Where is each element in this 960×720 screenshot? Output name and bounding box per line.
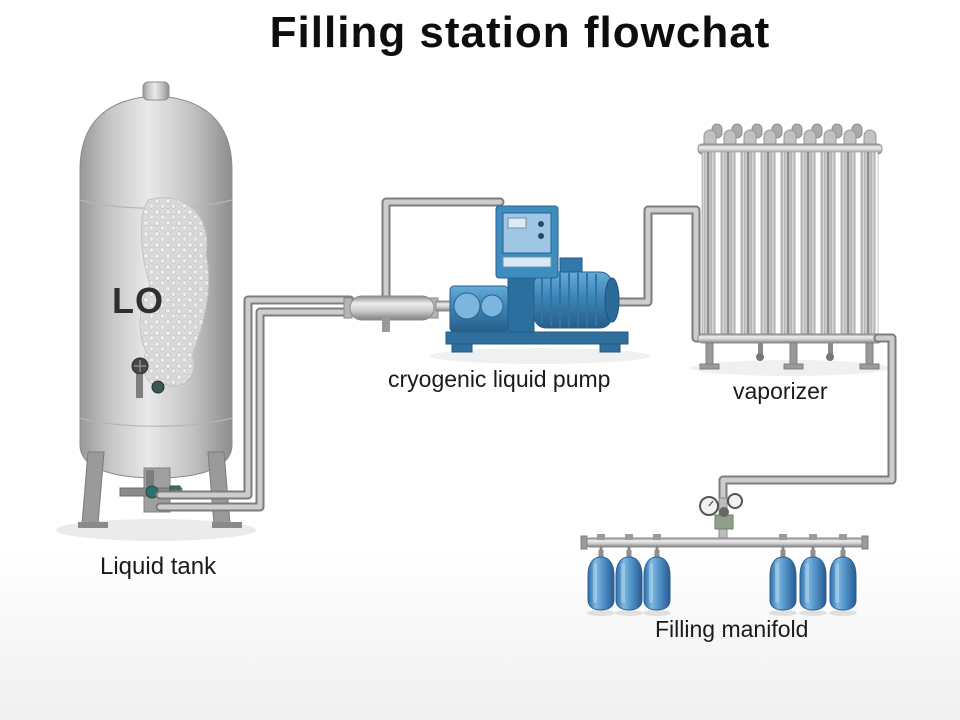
pump-coupling-guard xyxy=(507,277,535,333)
inline-filter xyxy=(343,295,455,332)
tank-marking-text: LO xyxy=(112,280,164,321)
tank-insulation-texture xyxy=(139,197,210,387)
tank-label: Liquid tank xyxy=(100,553,217,580)
pump-base-skid xyxy=(445,331,629,345)
gas-cylinders xyxy=(587,550,857,616)
vaporizer-legs xyxy=(699,342,880,370)
page-title: Filling station flowchat xyxy=(269,8,771,57)
pump-control-cabinet xyxy=(495,205,559,279)
manifold-regulator xyxy=(699,493,743,539)
gas-cylinder xyxy=(587,550,615,616)
vaporizer-bottom-manifold xyxy=(697,333,883,344)
vaporizer-label: vaporizer xyxy=(733,378,828,404)
pipe-pump-to-vaporizer xyxy=(611,205,709,343)
gas-cylinder xyxy=(643,550,671,616)
gas-cylinder xyxy=(799,550,827,616)
tank-valve-cluster xyxy=(131,357,165,398)
liquid-tank xyxy=(78,81,242,528)
vaporizer-drain-valves xyxy=(756,343,834,361)
cryogenic-pump xyxy=(445,205,629,353)
pump-label: cryogenic liquid pump xyxy=(388,366,611,392)
filling-manifold xyxy=(580,493,869,616)
pipe-vaporizer-to-manifold xyxy=(718,333,897,507)
tank-top-cap xyxy=(142,81,170,101)
gas-cylinder xyxy=(615,550,643,616)
vaporizer xyxy=(697,123,883,370)
manifold-label: Filling manifold xyxy=(655,616,809,642)
gas-cylinder xyxy=(829,550,857,616)
pipe-filter-riser xyxy=(381,197,505,302)
vaporizer-finned-tubes xyxy=(701,151,879,335)
pipe-tank-to-pump xyxy=(155,295,355,512)
gas-cylinder xyxy=(769,550,797,616)
pump-motor xyxy=(533,257,620,329)
